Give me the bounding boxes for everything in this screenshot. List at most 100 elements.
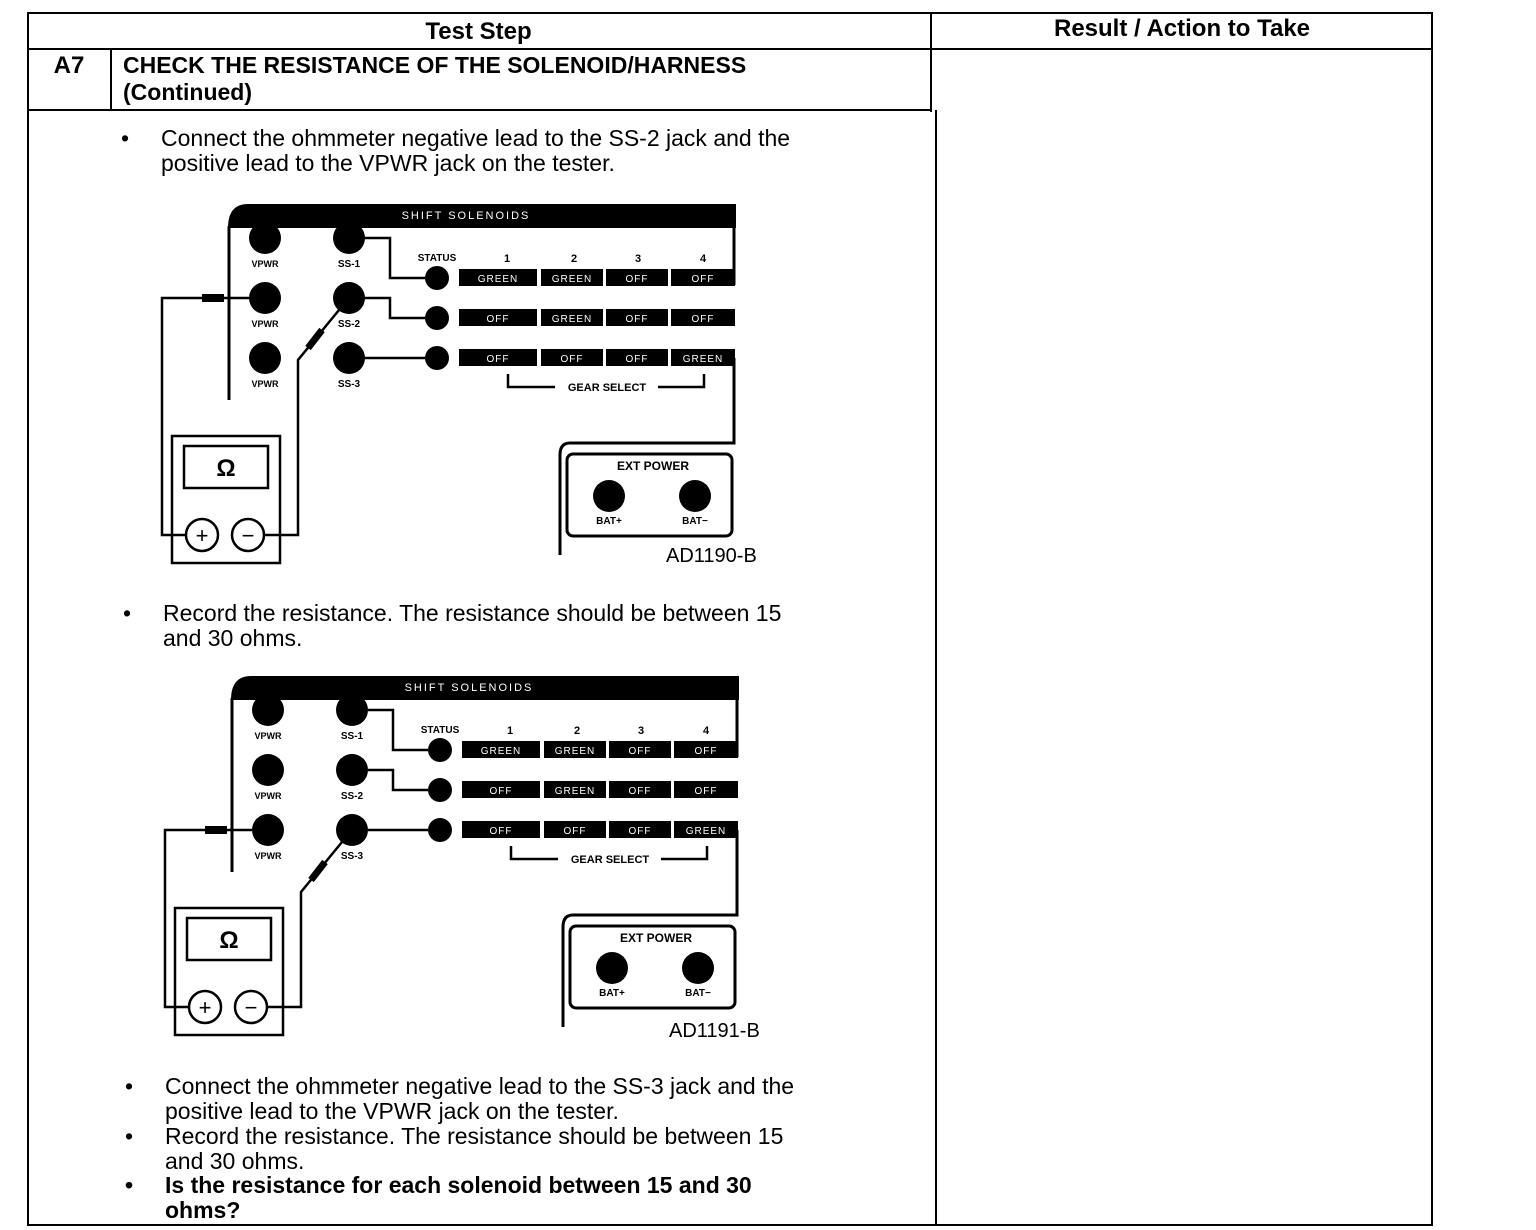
ohmmeter-body xyxy=(173,906,285,1037)
indicator-cell xyxy=(541,309,603,326)
indicator-cell xyxy=(462,781,540,798)
gear-number: 4 xyxy=(700,253,707,265)
column-divider xyxy=(930,12,932,112)
negative-lead xyxy=(264,309,340,537)
ext-power-label: EXT POWER xyxy=(620,931,692,945)
figure-id: AD1190-B xyxy=(666,545,757,567)
vpwr-jack-label: VPWR xyxy=(252,379,280,389)
indicator-cell xyxy=(544,741,606,758)
vpwr-jack-label: VPWR xyxy=(252,319,280,329)
indicator-cell xyxy=(671,269,735,286)
bullet-mark: • xyxy=(125,1172,134,1198)
ss-jack xyxy=(333,342,365,374)
positive-lead xyxy=(160,296,249,537)
indicator-cell xyxy=(671,309,735,326)
indicator-text: OFF xyxy=(626,274,649,285)
instruction-line: Record the resistance. The resistance sh… xyxy=(163,600,782,626)
indicator-cell xyxy=(541,349,603,366)
bullet-mark: • xyxy=(123,600,132,626)
instruction-3: • Connect the ohmmeter negative lead to … xyxy=(125,1073,795,1124)
indicator-text: OFF xyxy=(626,314,649,325)
step-title: CHECK THE RESISTANCE OF THE SOLENOID/HAR… xyxy=(123,52,746,106)
status-led xyxy=(428,738,452,762)
ohmmeter-display xyxy=(185,916,273,962)
ext-power-box xyxy=(565,452,734,538)
status-led xyxy=(428,818,452,842)
ohmmeter-body xyxy=(170,434,282,565)
negative-lead xyxy=(267,841,343,1009)
negative-sign: − xyxy=(245,995,258,1020)
instruction-question: • Is the resistance for each solenoid be… xyxy=(125,1173,752,1223)
indicator-cell xyxy=(462,821,540,838)
step-title-line1: CHECK THE RESISTANCE OF THE SOLENOID/HAR… xyxy=(123,52,747,78)
figure-id: AD1191-B xyxy=(669,1020,760,1042)
positive-sign: + xyxy=(199,995,212,1020)
vpwr-jack xyxy=(249,222,281,254)
ss-jack-label: SS-1 xyxy=(341,731,364,742)
indicator-text: OFF xyxy=(629,826,652,837)
indicator-cell xyxy=(462,741,540,758)
vpwr-jack-label: VPWR xyxy=(255,731,283,741)
instruction-line: positive lead to the VPWR jack on the te… xyxy=(165,1098,619,1124)
gear-number: 2 xyxy=(571,253,577,265)
test-step-table xyxy=(27,12,1433,1226)
indicator-cell xyxy=(674,821,738,838)
indicator-text: GREEN xyxy=(555,786,596,797)
indicator-text: OFF xyxy=(629,786,652,797)
indicator-text: OFF xyxy=(487,354,510,365)
power-cable xyxy=(558,358,736,555)
panel-title: SHIFT SOLENOIDS xyxy=(405,682,534,694)
bullet-mark: • xyxy=(121,125,130,151)
ohm-symbol: Ω xyxy=(216,455,235,482)
instruction-line: Record the resistance. The resistance sh… xyxy=(165,1123,784,1149)
indicator-cell xyxy=(674,781,738,798)
header-result-action: Result / Action to Take xyxy=(1053,15,1311,42)
indicator-text: OFF xyxy=(487,314,510,325)
lead-clip xyxy=(202,294,224,302)
vpwr-jack xyxy=(252,694,284,726)
indicator-text: GREEN xyxy=(552,274,593,285)
indicator-text: OFF xyxy=(692,314,715,325)
ohm-symbol: Ω xyxy=(219,927,238,954)
indicator-cell xyxy=(609,781,671,798)
ss-jack xyxy=(333,222,365,254)
gear-number: 4 xyxy=(703,725,710,737)
bat-plus-jack xyxy=(593,480,625,512)
panel-header-bar xyxy=(228,204,736,228)
ss-jack xyxy=(336,814,368,846)
status-label: STATUS xyxy=(421,725,460,736)
gear-select-label: GEAR SELECT xyxy=(571,854,650,866)
solenoid-wire xyxy=(368,708,428,752)
instruction-line: Connect the ohmmeter negative lead to th… xyxy=(165,1073,795,1099)
indicator-cell xyxy=(459,349,537,366)
gear-number: 3 xyxy=(638,725,644,737)
bat-plus-label: BAT+ xyxy=(599,988,625,999)
ss-jack-label: SS-1 xyxy=(338,259,361,270)
bullet-mark: • xyxy=(125,1073,134,1099)
indicator-text: OFF xyxy=(692,274,715,285)
instruction-4: • Record the resistance. The resistance … xyxy=(125,1123,784,1174)
solenoid-wire xyxy=(368,768,428,792)
bat-minus-jack xyxy=(679,480,711,512)
indicator-cell xyxy=(609,741,671,758)
bullet-mark: • xyxy=(125,1123,134,1149)
gear-select-bracket xyxy=(506,374,706,389)
status-led xyxy=(425,306,449,330)
vpwr-jack-label: VPWR xyxy=(255,851,283,861)
solenoid-wire xyxy=(365,236,425,280)
bat-minus-label: BAT− xyxy=(682,516,708,527)
status-led xyxy=(425,266,449,290)
indicator-text: OFF xyxy=(626,354,649,365)
indicator-text: OFF xyxy=(629,746,652,757)
indicator-cell xyxy=(459,309,537,326)
instruction-1: • Connect the ohmmeter negative lead to … xyxy=(121,126,790,176)
gear-number: 2 xyxy=(574,725,580,737)
indicator-text: GREEN xyxy=(478,274,519,285)
indicator-text: GREEN xyxy=(555,746,596,757)
instruction-line: ohms? xyxy=(165,1197,241,1223)
column-divider xyxy=(935,110,937,1226)
status-label: STATUS xyxy=(418,253,457,264)
